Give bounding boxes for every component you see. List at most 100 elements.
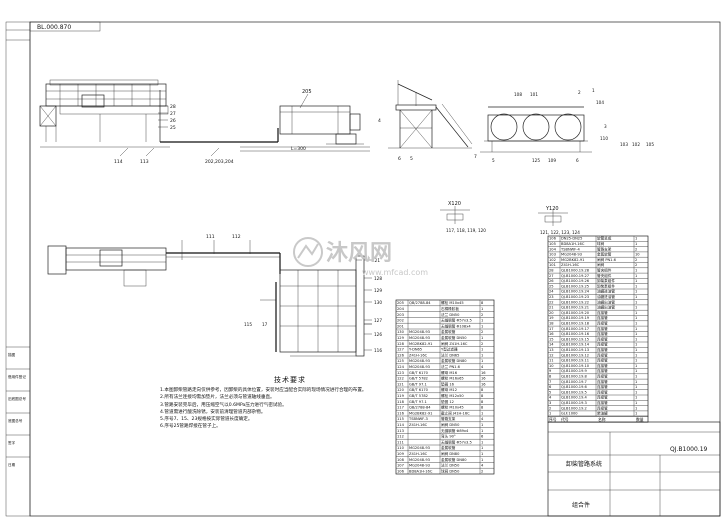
bom-cell-name: 金属软管 DN80 bbox=[441, 358, 467, 363]
bom-cell-name: 连接管 bbox=[597, 374, 608, 379]
bom-cell-code: QJ.B1000.19.8 bbox=[561, 375, 587, 379]
bom-cell-no: 126 bbox=[397, 353, 405, 357]
section-view-x: X120 117, 118, 119, 120 bbox=[440, 201, 486, 233]
bom-cell-no: 129 bbox=[397, 336, 405, 340]
part-callout: 27 bbox=[170, 111, 176, 117]
bom-cell-qty: 2 bbox=[481, 469, 483, 473]
bom-cell-code: Z41H-16C bbox=[409, 423, 428, 427]
bom-header-cell: 序号 bbox=[549, 417, 557, 422]
bom-cell-qty: 6 bbox=[481, 435, 484, 439]
bom-cell-name: 卸柴泵组件 bbox=[597, 283, 615, 288]
part-callout: 109 bbox=[548, 158, 556, 163]
bom-cell-qty: 1 bbox=[481, 348, 483, 352]
part-callout: 5 bbox=[410, 156, 413, 162]
bom-cell-no: 105 bbox=[549, 242, 556, 246]
bom-cell-no: 3 bbox=[549, 401, 551, 405]
bom-cell-code: QJ.B1000.19.23 bbox=[561, 295, 589, 299]
bom-cell-code: TSBNWF-4 bbox=[560, 247, 581, 251]
bom-cell-no: 109 bbox=[397, 452, 405, 456]
bom-cell-no: 18 bbox=[549, 322, 554, 326]
watermark-url: www.mfcad.com bbox=[362, 268, 428, 277]
bom-cell-name: 连接管 bbox=[597, 379, 608, 384]
bom-cell-code: QJ.B1000.19.3 bbox=[561, 401, 587, 405]
part-callout: 127 bbox=[374, 318, 382, 323]
bom-cell-no: 101 bbox=[549, 263, 556, 267]
left-strip-label: 签字 bbox=[8, 440, 16, 445]
bom-cell-code: MG2048-93 bbox=[409, 464, 430, 468]
bom-cell-name: 连接管 bbox=[597, 368, 608, 373]
bom-cell-qty: 1 bbox=[635, 353, 637, 357]
part-callout: 128 bbox=[374, 276, 382, 281]
bom-cell-no: 201 bbox=[397, 324, 404, 328]
bom-cell-name: 连接管 bbox=[597, 342, 608, 347]
bom-cell-qty: 1 bbox=[481, 446, 483, 450]
bom-cell-code: QJ.B1000.19.20 bbox=[561, 311, 590, 315]
bom-cell-qty: 1 bbox=[635, 284, 637, 288]
bom-cell-name: 垫圈 12 bbox=[441, 399, 454, 404]
bom-cell-qty: 8 bbox=[481, 400, 484, 404]
drawing-code-box bbox=[29, 21, 101, 32]
bom-cell-no: 8 bbox=[549, 375, 552, 379]
bom-cell-no: 26 bbox=[549, 279, 554, 283]
section-view-y-title: Y120 bbox=[545, 206, 559, 212]
bom-cell-code: MG2048-93 bbox=[409, 336, 430, 340]
part-callout: 28 bbox=[170, 104, 176, 110]
bom-cell-name: 连接管 bbox=[597, 326, 608, 331]
bom-cell-qty: 1 bbox=[635, 396, 637, 400]
bom-cell-qty: 4 bbox=[481, 417, 484, 421]
bom-cell-code: QB/2788-84 bbox=[409, 301, 431, 305]
bom-cell-name: 金属软管 bbox=[597, 252, 612, 257]
bom-cell-name: 连接管 bbox=[597, 336, 608, 341]
bom-cell-name: 连接管 bbox=[597, 331, 608, 336]
bom-cell-qty: 1 bbox=[481, 440, 483, 444]
bom-cell-name: 螺栓 M16x65 bbox=[441, 376, 464, 381]
bom-cell-name: 管路支架 bbox=[597, 246, 612, 251]
bom-cell-qty: 1 bbox=[635, 375, 637, 379]
bom-cell-name: 弯头 90° bbox=[441, 434, 456, 439]
bom-cell-name: 球阀 DN50 bbox=[441, 468, 460, 473]
filter-tank-elevation bbox=[279, 105, 364, 145]
bom-cell-no: 1 bbox=[549, 412, 551, 416]
bom-cell-code: QJ.B1000.19.18 bbox=[561, 322, 590, 326]
part-callout: 101 bbox=[530, 92, 538, 97]
bom-cell-name: 闸阀 DN80 bbox=[441, 451, 460, 456]
bom-cell-no: 9 bbox=[549, 369, 552, 373]
bom-cell-code: Z41H-16C bbox=[409, 353, 428, 357]
bom-cell-no: 2 bbox=[549, 406, 551, 410]
part-callout: 113 bbox=[140, 159, 149, 165]
bom-cell-qty: 1 bbox=[635, 412, 637, 416]
bom-cell-code: DN25-DN25 bbox=[561, 237, 582, 241]
bom-cell-code: QJ.B1000.19.28 bbox=[561, 269, 590, 273]
bom-cell-no: 10 bbox=[549, 364, 554, 368]
bom-cell-code: QJ.B1000.19.4 bbox=[561, 396, 587, 400]
bom-cell-qty: 2 bbox=[635, 263, 637, 267]
bom-header-cell: 数量 bbox=[636, 417, 644, 422]
bom-cell-name: 球阀 bbox=[597, 241, 605, 246]
bom-cell-no: 6 bbox=[549, 385, 552, 389]
plan-view bbox=[47, 240, 365, 357]
technical-note-line: 3.管路安装完毕后，用压缩空气以0.6MPa压力进行气密试验。 bbox=[160, 402, 287, 408]
title-block: QJ.B1000.19 卸柴管路系统 组合件 bbox=[547, 421, 721, 517]
bom-cell-no: 16 bbox=[549, 332, 554, 336]
bom-cell-qty: 2 bbox=[635, 247, 637, 251]
bom-cell-code: Z41H-16C bbox=[409, 452, 428, 456]
bom-cell-qty: 1 bbox=[635, 327, 637, 331]
bom-cell-code: QJ.B1000.19.6 bbox=[561, 385, 587, 389]
bom-cell-qty: 1 bbox=[635, 269, 637, 273]
bom-cell-qty: 1 bbox=[481, 359, 483, 363]
bom-cell-code: BD8A1H-16C bbox=[409, 469, 433, 473]
bom-cell-name: 连接管 bbox=[597, 395, 608, 400]
bom-cell-qty: 8 bbox=[481, 388, 484, 392]
bom-cell-name: 石棉橡胶板 bbox=[441, 306, 459, 311]
part-callout: 26 bbox=[170, 118, 176, 124]
bom-cell-code: GB/T 97.1 bbox=[409, 400, 427, 404]
bom-cell-code: MG2048-93 bbox=[409, 365, 430, 369]
part-callout: 112 bbox=[232, 234, 241, 240]
bom-cell-code: MG2048-93 bbox=[409, 446, 430, 450]
part-callout: 103 bbox=[620, 142, 628, 147]
bom-cell-name: 管夹组件 bbox=[597, 273, 612, 278]
bom-cell-code: QJ.B1000.19.12 bbox=[561, 353, 589, 357]
